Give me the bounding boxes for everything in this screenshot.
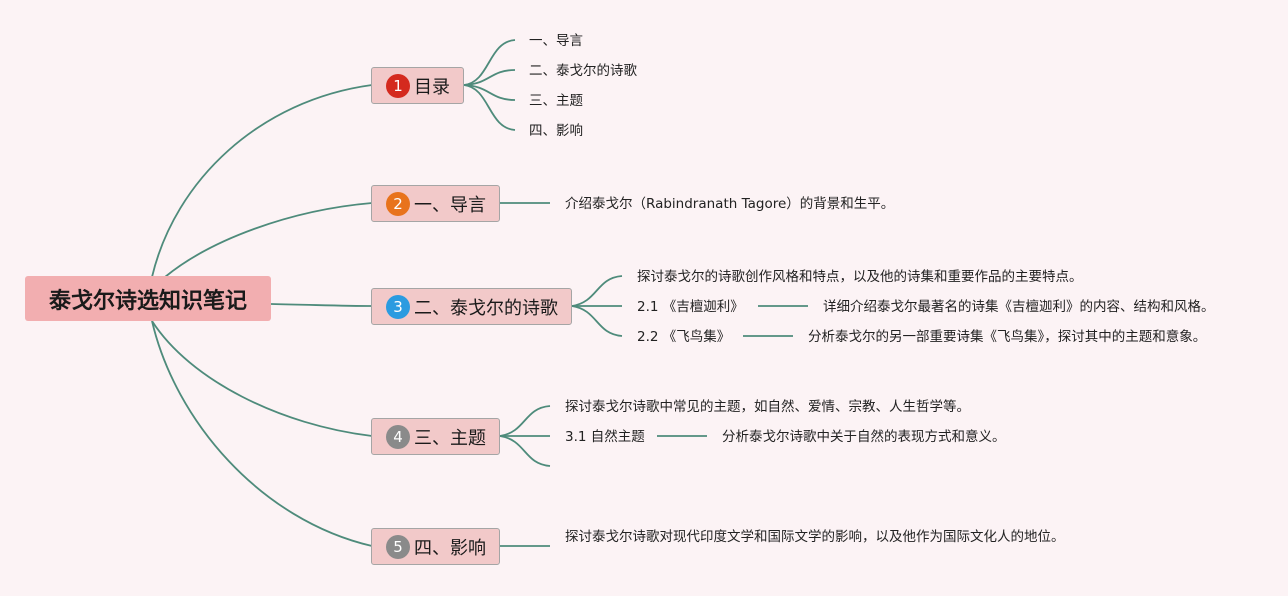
leaf-themes-overview[interactable]: 探讨泰戈尔诗歌中常见的主题，如自然、爱情、宗教、人生哲学等。	[565, 399, 970, 415]
connector-b1-c2	[463, 69, 516, 86]
leaf-influence-1[interactable]: 探讨泰戈尔诗歌对现代印度文学和国际文学的影响，以及他作为国际文化人的地位。	[565, 529, 1065, 545]
branch-label: 一、导言	[414, 194, 486, 216]
root-topic[interactable]: 泰戈尔诗选知识笔记	[25, 276, 271, 321]
connector-root-branch-1	[151, 84, 373, 278]
leaf-toc-1[interactable]: 一、导言	[529, 33, 583, 49]
branch-introduction[interactable]: 2 一、导言	[371, 185, 500, 222]
connector-root-branch-3	[270, 303, 373, 307]
priority-2-icon: 2	[386, 191, 410, 216]
priority-1-icon: 1	[386, 73, 410, 98]
connector-root-branch-4	[151, 320, 373, 437]
connector-root-branch-5	[151, 320, 373, 547]
connector-b1-c3	[463, 84, 516, 101]
priority-3-icon: 3	[386, 294, 410, 319]
leaf-themes-nature[interactable]: 3.1 自然主题	[565, 429, 645, 445]
leaf-poetry-gitanjali-detail[interactable]: 详细介绍泰戈尔最著名的诗集《吉檀迦利》的内容、结构和风格。	[823, 299, 1215, 315]
leaf-toc-4[interactable]: 四、影响	[529, 123, 583, 139]
priority-4-icon: 4	[386, 424, 410, 449]
leaf-poetry-stray-birds[interactable]: 2.2 《飞鸟集》	[637, 329, 731, 345]
connector-b3-c3	[571, 305, 623, 337]
branch-label: 三、主题	[414, 427, 486, 449]
branch-influence[interactable]: 5 四、影响	[371, 528, 500, 565]
leaf-poetry-gitanjali[interactable]: 2.1 《吉檀迦利》	[637, 299, 744, 315]
leaf-poetry-overview[interactable]: 探讨泰戈尔的诗歌创作风格和特点，以及他的诗集和重要作品的主要特点。	[637, 269, 1083, 285]
connector-b4-c3	[499, 435, 551, 467]
connector-b3-c1	[571, 275, 623, 307]
leaf-toc-3[interactable]: 三、主题	[529, 93, 583, 109]
priority-5-icon: 5	[386, 534, 410, 559]
branch-label: 二、泰戈尔的诗歌	[414, 297, 558, 319]
leaf-introduction-1[interactable]: 介绍泰戈尔（Rabindranath Tagore）的背景和生平。	[565, 196, 895, 212]
connector-b4-c1	[499, 405, 551, 437]
branch-label: 四、影响	[414, 537, 486, 559]
branch-themes[interactable]: 4 三、主题	[371, 418, 500, 455]
connector-root-branch-2	[164, 202, 373, 278]
leaf-poetry-stray-birds-detail[interactable]: 分析泰戈尔的另一部重要诗集《飞鸟集》，探讨其中的主题和意象。	[808, 329, 1207, 345]
branch-poetry[interactable]: 3 二、泰戈尔的诗歌	[371, 288, 572, 325]
root-title: 泰戈尔诗选知识笔记	[48, 288, 247, 314]
branch-toc[interactable]: 1 目录	[371, 67, 464, 104]
leaf-toc-2[interactable]: 二、泰戈尔的诗歌	[529, 63, 637, 79]
branch-label: 目录	[414, 76, 450, 98]
leaf-themes-nature-detail[interactable]: 分析泰戈尔诗歌中关于自然的表现方式和意义。	[722, 429, 1006, 445]
connector-b1-c4	[463, 84, 516, 131]
connector-b1-c1	[463, 39, 516, 86]
